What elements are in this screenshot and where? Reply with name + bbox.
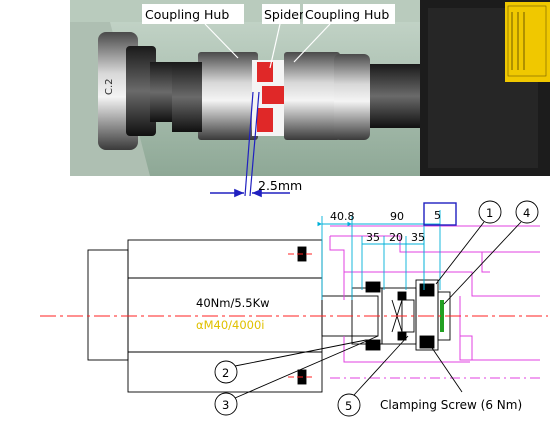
machine-housing-outline (329, 225, 540, 379)
callout-5 (337, 393, 361, 417)
dimension-labels: 40.8 90 35 20 35 (330, 210, 425, 244)
highlight-box (423, 202, 457, 226)
callout-2 (214, 360, 238, 384)
clamping-screw-note: Clamping Screw (6 Nm) (380, 398, 522, 412)
label-spider: Spider (264, 7, 305, 22)
dim-35-right: 35 (411, 231, 425, 244)
dim-90: 90 (390, 210, 404, 223)
callout-1 (478, 200, 502, 224)
callout-leaders (234, 221, 522, 399)
callout-5-label: 5 (345, 399, 352, 413)
callout-4 (515, 200, 539, 224)
motor-model: αM40/4000i (196, 318, 264, 332)
coupling-photo: C.2 Coupling Hub Spider Coupling Hub (70, 0, 550, 197)
dim-40-8: 40.8 (330, 210, 355, 223)
right-coupling-hub (284, 52, 340, 140)
leader-hub-right (293, 23, 331, 63)
callout-2-label: 2 (222, 366, 229, 380)
left-coupling-hub (198, 52, 258, 140)
dim-5: 5 (434, 209, 441, 222)
leader-hub-left (204, 23, 239, 59)
spider (257, 62, 273, 82)
motor-rating: 40Nm/5.5Kw (196, 296, 270, 310)
label-coupling-hub-left: Coupling Hub (145, 7, 229, 22)
dim-20: 20 (389, 231, 403, 244)
dim-35-left: 35 (366, 231, 380, 244)
callout-3 (214, 392, 238, 416)
dimension-lines (317, 210, 441, 300)
svg-text:C.2: C.2 (104, 78, 115, 95)
leader-spider (269, 23, 281, 69)
gap-dimension: 2.5mm (210, 178, 302, 198)
centerlines (40, 253, 548, 378)
callout-3-label: 3 (222, 398, 229, 412)
callout-4-label: 4 (523, 206, 530, 220)
label-coupling-hub-right: Coupling Hub (305, 7, 389, 22)
gap-value: 2.5mm (258, 178, 302, 193)
callouts (214, 200, 539, 417)
callout-1-label: 1 (486, 206, 493, 220)
